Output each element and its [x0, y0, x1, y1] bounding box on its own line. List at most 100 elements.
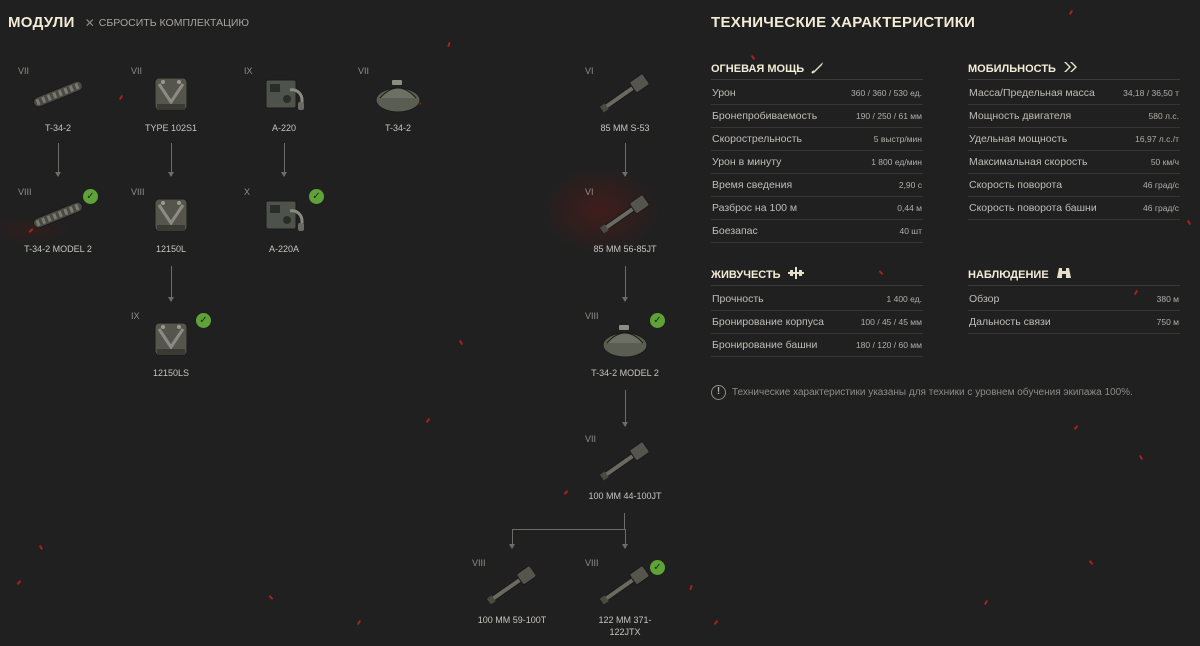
- module-tracks-t34-2[interactable]: VII T-34-2: [8, 66, 108, 134]
- firepower-title-text: ОГНЕВАЯ МОЩЬ: [711, 62, 805, 75]
- module-radio-a-220a[interactable]: X ✓ A-220A: [234, 187, 334, 255]
- stat-label: Бронирование башни: [712, 339, 818, 351]
- mobility-title-text: МОБИЛЬНОСТЬ: [968, 62, 1056, 75]
- check-icon: ✓: [650, 313, 665, 328]
- radio-icon: [254, 193, 314, 237]
- stat-value: 34,18 / 36,50 т: [1123, 88, 1179, 98]
- stat-value: 5 выстр/мин: [873, 134, 922, 144]
- stat-value: 750 м: [1156, 317, 1179, 327]
- mobility-title: МОБИЛЬНОСТЬ: [968, 62, 1180, 80]
- spotting-title: НАБЛЮДЕНИЕ: [968, 268, 1180, 286]
- stat-value: 1 400 ед.: [886, 294, 923, 304]
- check-icon: ✓: [650, 560, 665, 575]
- module-name: 100 MM 59-100T: [477, 615, 547, 625]
- turret-icon: [368, 72, 428, 116]
- upgrade-arrow: [622, 266, 628, 302]
- exclamation-icon: !: [711, 385, 726, 400]
- check-icon: ✓: [83, 189, 98, 204]
- check-icon: ✓: [196, 313, 211, 328]
- reset-configuration-button[interactable]: ✕ СБРОСИТЬ КОМПЛЕКТАЦИЮ: [85, 16, 249, 30]
- radio-icon: [254, 72, 314, 116]
- module-engine-12150ls[interactable]: IX ✓ 12150LS: [121, 311, 221, 379]
- stat-label: Обзор: [969, 293, 1000, 305]
- engine-icon: [141, 72, 201, 116]
- module-tracks-t34-2-model-2[interactable]: VIII ✓ T-34-2 MODEL 2: [8, 187, 108, 255]
- module-tier: IX: [131, 311, 140, 321]
- upgrade-arrow: [168, 143, 174, 177]
- upgrade-arrow: [622, 143, 628, 177]
- module-name: 122 MM 371-122JTX: [598, 615, 652, 637]
- crew-training-notice: ! Технические характеристики указаны для…: [711, 385, 1133, 400]
- stat-label: Скорость поворота: [969, 179, 1063, 191]
- module-turret-t34-2[interactable]: VII T-34-2: [348, 66, 448, 134]
- gun-icon: [482, 564, 542, 608]
- stat-row: Скорость поворота башни 46 град/с: [968, 197, 1180, 220]
- module-gun-122mm-371-122jtx[interactable]: VIII ✓ 122 MM 371-122JTX: [575, 558, 675, 638]
- module-name: 12150LS: [152, 368, 190, 378]
- module-gun-100mm-59-100t[interactable]: VIII 100 MM 59-100T: [462, 558, 562, 626]
- stat-value: 2,90 с: [898, 180, 922, 190]
- check-icon: ✓: [309, 189, 324, 204]
- stat-label: Скорострельность: [712, 133, 802, 145]
- module-tier: VIII: [585, 311, 599, 321]
- module-tier: VII: [585, 434, 597, 444]
- tech-specs-title: ТЕХНИЧЕСКИЕ ХАРАКТЕРИСТИКИ: [711, 14, 976, 31]
- stat-label: Скорость поворота башни: [969, 202, 1097, 214]
- stat-label: Урон в минуту: [712, 156, 782, 168]
- module-name: 100 MM 44-100JT: [588, 491, 662, 501]
- gun-icon: [595, 440, 655, 484]
- branch-connector: [624, 513, 625, 529]
- notice-text: Технические характеристики указаны для т…: [732, 387, 1133, 398]
- stat-row: Скорострельность 5 выстр/мин: [711, 128, 923, 151]
- shell-icon: [810, 59, 826, 78]
- upgrade-arrow: [168, 266, 174, 302]
- upgrade-arrow: [509, 529, 515, 549]
- module-name: T-34-2: [44, 123, 71, 133]
- module-tier: VIII: [585, 558, 599, 568]
- module-gun-85mm-s-53[interactable]: VI 85 MM S-53: [575, 66, 675, 134]
- module-turret-t34-2-model-2[interactable]: VIII ✓ T-34-2 MODEL 2: [575, 311, 675, 379]
- stat-label: Максимальная скорость: [969, 156, 1088, 168]
- binoculars-icon: [1055, 266, 1073, 283]
- stat-label: Бронепробиваемость: [712, 110, 818, 122]
- modules-title: МОДУЛИ: [8, 14, 75, 31]
- engine-icon: [141, 317, 201, 361]
- stat-value: 180 / 120 / 60 мм: [855, 340, 922, 350]
- survivability-title-text: ЖИВУЧЕСТЬ: [711, 268, 781, 281]
- module-tier: VI: [585, 187, 594, 197]
- module-engine-type-102s1[interactable]: VII TYPE 102S1: [121, 66, 221, 134]
- engine-icon: [141, 193, 201, 237]
- stat-value: 190 / 250 / 61 мм: [855, 111, 922, 121]
- tracks-icon: [28, 72, 88, 116]
- stat-value: 16,97 л.с./т: [1135, 134, 1179, 144]
- upgrade-arrow: [55, 143, 61, 177]
- module-tier: VIII: [472, 558, 486, 568]
- gun-icon: [595, 193, 655, 237]
- gun-icon: [595, 564, 655, 608]
- gun-icon: [595, 72, 655, 116]
- module-gun-85mm-56-85jt[interactable]: VI 85 MM 56-85JT: [575, 187, 675, 255]
- module-name: T-34-2 MODEL 2: [591, 368, 659, 378]
- stat-label: Бронирование корпуса: [712, 316, 824, 328]
- stat-value: 46 град/с: [1143, 203, 1179, 213]
- upgrade-arrow: [622, 390, 628, 427]
- stat-label: Прочность: [712, 293, 764, 305]
- double-chevron-icon: [1062, 60, 1078, 77]
- reset-configuration-label: СБРОСИТЬ КОМПЛЕКТАЦИЮ: [98, 16, 249, 29]
- upgrade-arrow: [281, 143, 287, 177]
- stat-label: Боезапас: [712, 225, 758, 237]
- upgrade-arrow: [622, 529, 628, 549]
- stat-value: 360 / 360 / 530 ед.: [851, 88, 922, 98]
- module-name: 12150L: [155, 244, 187, 254]
- module-gun-100mm-44-100jt[interactable]: VII 100 MM 44-100JT: [575, 434, 675, 502]
- module-radio-a-220[interactable]: IX A-220: [234, 66, 334, 134]
- module-tier: VII: [18, 66, 30, 76]
- module-engine-12150l[interactable]: VIII 12150L: [121, 187, 221, 255]
- stat-value: 380 м: [1156, 294, 1179, 304]
- module-tier: VIII: [18, 187, 32, 197]
